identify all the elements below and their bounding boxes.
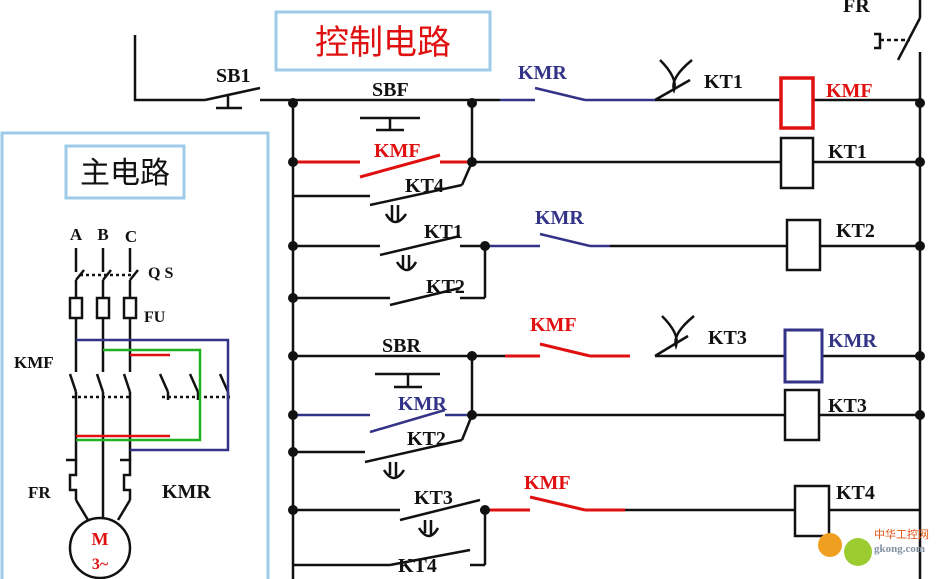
phase-a-label: A	[70, 225, 83, 244]
fr-control-label: FR	[843, 0, 870, 17]
coil-kt2-label: KT2	[836, 220, 875, 242]
fu-label: FU	[144, 309, 166, 326]
main-circuit-panel: 主电路 A B C Q S FU KMF FR KMR	[0, 131, 270, 579]
kmf-row6-label: KMF	[530, 314, 577, 336]
control-wiring	[133, 0, 922, 579]
control-labels: FR SB1 SBF KMR KT1 KMF KMF KT1 KT4 KT1 K…	[216, 0, 877, 577]
kmr-row1-label: KMR	[518, 62, 567, 84]
control-title: 控制电路	[315, 23, 451, 63]
main-colored-wiring	[76, 338, 230, 452]
kt3-row9-label: KT3	[414, 487, 453, 509]
kmf-main-label: KMF	[14, 353, 54, 372]
kt4-row10-label: KT4	[398, 555, 437, 577]
kmr-row4-label: KMR	[535, 207, 584, 229]
sbf-label: SBF	[372, 79, 409, 101]
motor-sub-label: 3~	[92, 556, 109, 573]
kmf-hold-label: KMF	[374, 140, 421, 162]
kt4-row3-label: KT4	[405, 175, 444, 197]
fr-main-label: FR	[28, 483, 51, 502]
coil-kt1-label: KT1	[828, 141, 867, 163]
phase-b-label: B	[97, 225, 108, 244]
gear-icon-2	[844, 538, 872, 566]
main-wiring	[66, 248, 230, 579]
phase-c-label: C	[125, 227, 137, 246]
kt1-row1-label: KT1	[704, 71, 743, 93]
coil-kt3-label: KT3	[828, 395, 867, 417]
control-title-box	[274, 10, 492, 72]
kmf-row9-label: KMF	[524, 472, 571, 494]
kmr-hold-label: KMR	[398, 393, 447, 415]
control-colored	[293, 76, 824, 512]
gear-icon	[818, 533, 842, 557]
kt1-row4-label: KT1	[424, 221, 463, 243]
watermark-text2: gkong.com	[874, 543, 925, 555]
qs-label: Q S	[148, 265, 173, 282]
junction-dots	[288, 98, 925, 515]
main-title: 主电路	[80, 156, 170, 191]
coil-kmr-label: KMR	[828, 330, 877, 352]
sbr-label: SBR	[382, 335, 421, 357]
sb1-label: SB1	[216, 65, 250, 87]
kt3-row6-label: KT3	[708, 327, 747, 349]
coil-kmf-label: KMF	[826, 80, 873, 102]
kmr-main-label: KMR	[162, 481, 211, 503]
kt2-row5-label: KT2	[426, 276, 465, 298]
watermark-text1: 中华工控网	[874, 527, 929, 541]
kt2-row8-label: KT2	[407, 428, 446, 450]
motor-label: M	[92, 529, 109, 549]
watermark: 中华工控网 gkong.com	[818, 527, 929, 566]
coil-kt4-label: KT4	[836, 482, 875, 504]
main-title-box	[64, 144, 186, 200]
